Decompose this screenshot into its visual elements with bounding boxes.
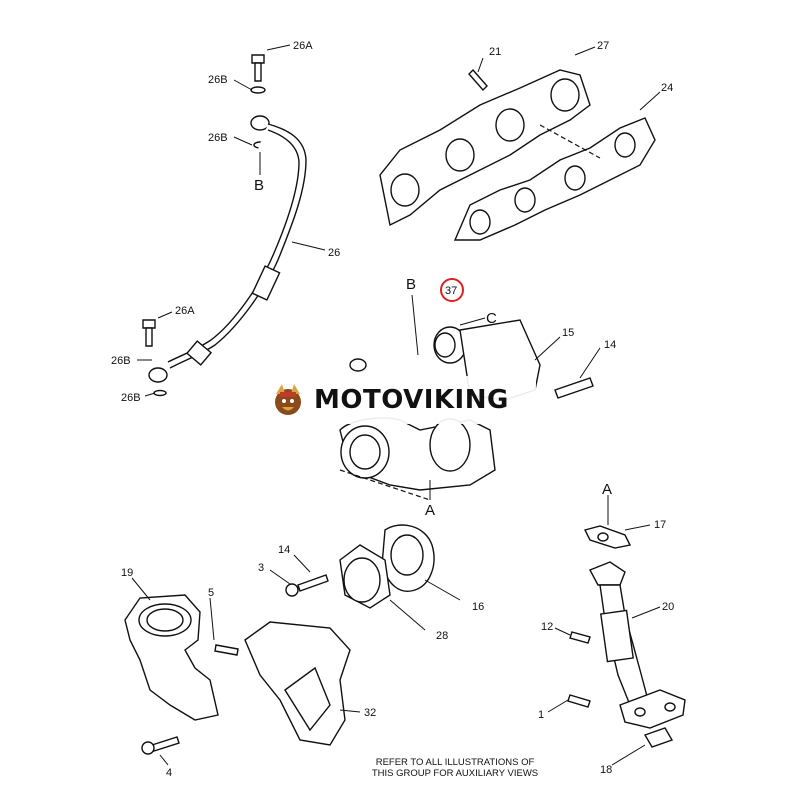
callout-26A-top: 26A [293, 40, 313, 52]
ref-letter-A-turbo: A [425, 502, 435, 519]
callout-19: 19 [121, 567, 133, 579]
callout-26B-1: 26B [208, 74, 228, 86]
callout-17: 17 [654, 519, 666, 531]
callout-27: 27 [597, 40, 609, 52]
callout-5: 5 [208, 587, 214, 599]
callout-1: 1 [538, 709, 544, 721]
callout-37: 37 [445, 285, 457, 297]
callout-12: 12 [541, 621, 553, 633]
callout-14-mid: 14 [278, 544, 290, 556]
callout-26B-3: 26B [111, 355, 131, 367]
footer-line-2: THIS GROUP FOR AUXILIARY VIEWS [371, 768, 539, 779]
callout-26: 26 [328, 247, 340, 259]
ref-letter-B-left: B [254, 177, 264, 194]
brand-watermark: MOTOVIKING [262, 376, 536, 424]
exhaust-elbow [124, 577, 219, 721]
ref-letter-B: B [406, 276, 416, 293]
callout-26B-2: 26B [208, 132, 228, 144]
callout-32: 32 [364, 707, 376, 719]
ref-letter-C: C [486, 310, 497, 327]
oil-line-assembly [137, 44, 326, 397]
exhaust-gasket [453, 46, 661, 241]
callout-3: 3 [258, 562, 264, 574]
callout-20: 20 [662, 601, 674, 613]
callout-26A-low: 26A [175, 305, 195, 317]
callout-18: 18 [600, 764, 612, 776]
turbo-outlet-adapter [269, 524, 461, 631]
callout-21: 21 [489, 46, 501, 58]
footer-line-1: REFER TO ALL ILLUSTRATIONS OF [375, 757, 535, 768]
callout-4: 4 [166, 767, 172, 779]
viking-logo-icon [275, 384, 301, 415]
callout-15: 15 [562, 327, 574, 339]
highlight-circle-37 [440, 278, 464, 302]
support-bracket [141, 597, 361, 766]
callout-24: 24 [661, 82, 673, 94]
callout-14-right: 14 [604, 339, 616, 351]
callout-26B-4: 26B [121, 392, 141, 404]
oil-drain-tube [547, 495, 686, 766]
callout-28: 28 [436, 630, 448, 642]
ref-letter-A-right: A [602, 481, 612, 498]
brand-name: MOTOVIKING [314, 385, 509, 415]
turbocharger [339, 294, 601, 501]
exhaust-manifold [379, 57, 591, 227]
callout-16: 16 [472, 601, 484, 613]
footer-note: REFER TO ALL ILLUSTRATIONS OF THIS GROUP… [360, 757, 550, 779]
